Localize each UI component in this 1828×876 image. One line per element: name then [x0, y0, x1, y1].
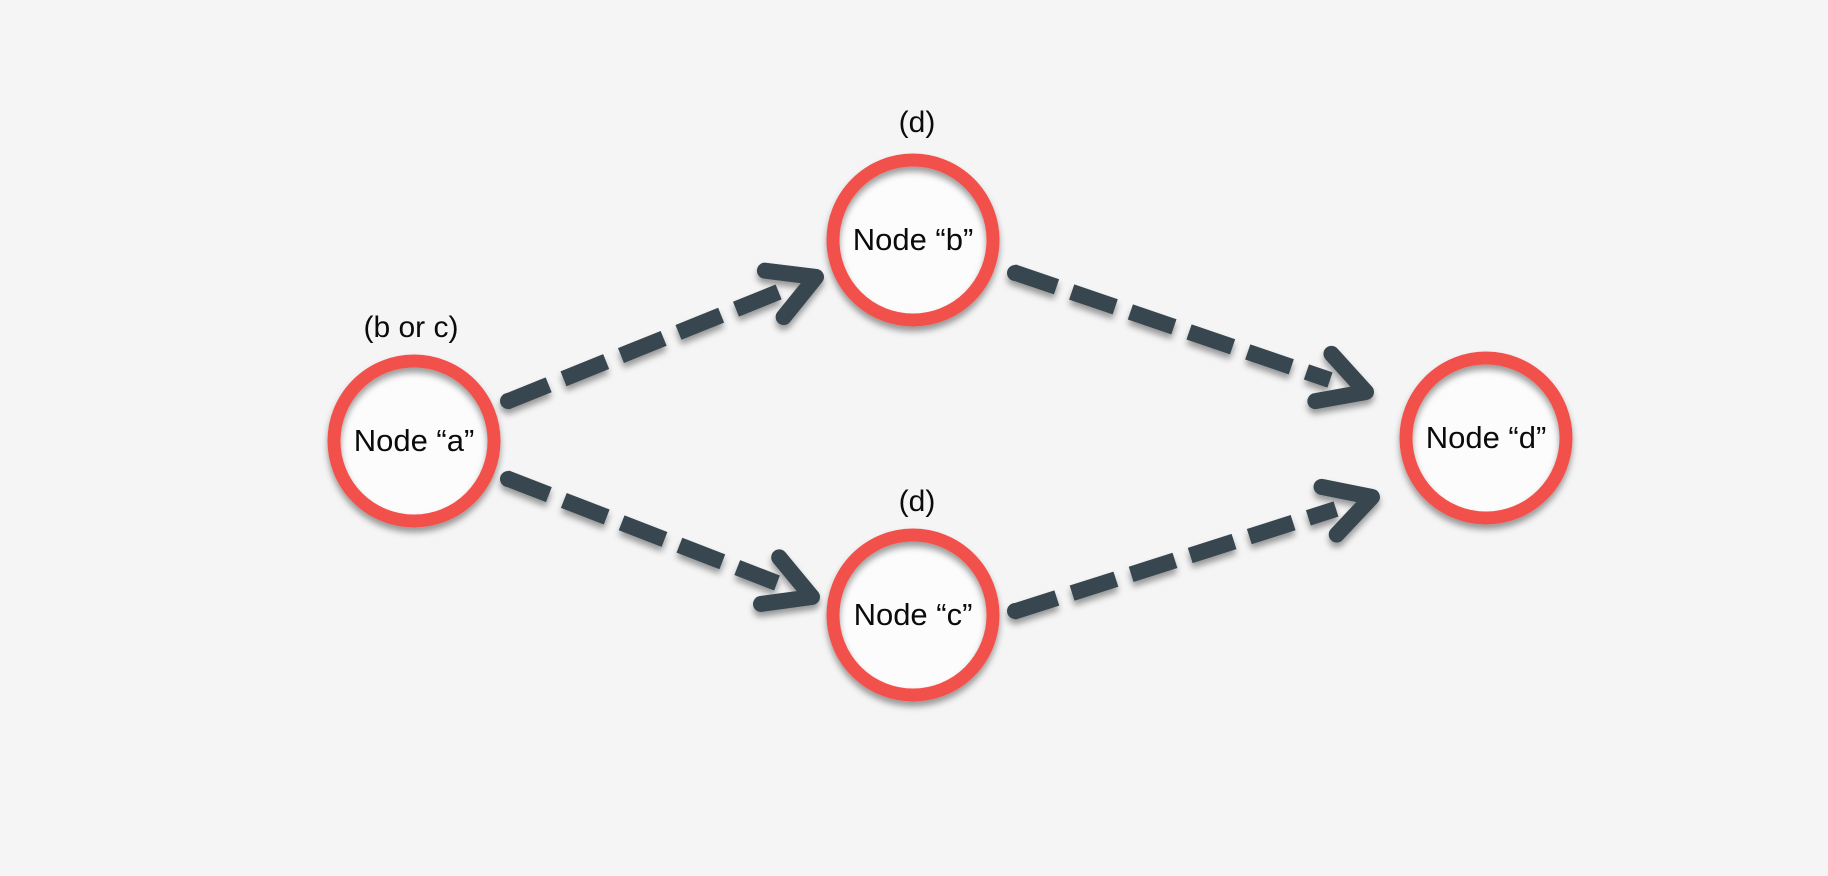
node-a-shape [327, 354, 501, 528]
edge-a-b-dashes [503, 283, 784, 410]
node-b-disc [833, 160, 993, 320]
node-b-label: Node “b” [852, 222, 974, 257]
node-d-disc [1406, 358, 1566, 518]
node-b-annotation: (d) [898, 106, 936, 139]
node-d-ring [1399, 351, 1573, 525]
node-c-label: Node “c” [853, 597, 973, 632]
node-b-ring [826, 153, 1000, 327]
node-c-ring [826, 528, 1000, 702]
edge-a-c-arrowhead-icon [752, 549, 820, 612]
node-c-annotation: (d) [898, 485, 936, 518]
node-c-shape [826, 528, 1000, 702]
edge-a-b-arrowhead-icon [756, 262, 824, 326]
edge-b-d-dashes [1010, 264, 1333, 388]
node-d-shape [1399, 351, 1573, 525]
node-b-shape [826, 153, 1000, 327]
edge-a-b-arrow [500, 262, 824, 410]
node-d-label: Node “d” [1425, 420, 1547, 455]
edge-a-c-dashes [503, 470, 780, 591]
edge-c-d-arrowhead-icon [1313, 478, 1380, 543]
edge-c-d-dashes [1010, 501, 1339, 620]
edge-c-d-arrow [1007, 478, 1380, 620]
edge-a-c-arrow [500, 470, 820, 612]
node-a-annotation: (b or c) [363, 311, 459, 344]
edge-b-d-arrowhead-icon [1307, 345, 1374, 410]
node-a-ring [327, 354, 501, 528]
node-c-disc [833, 535, 993, 695]
node-a-disc [334, 361, 494, 521]
node-a-label: Node “a” [353, 423, 475, 458]
edge-b-d-arrow [1007, 264, 1374, 410]
